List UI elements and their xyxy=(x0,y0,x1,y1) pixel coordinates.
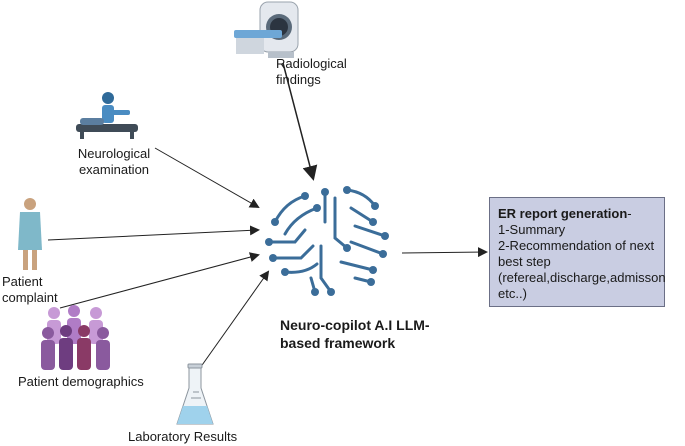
lab-flask-icon xyxy=(176,363,214,425)
neurological-label-line1: Neurological xyxy=(77,146,151,161)
neurological-label: Neurological examination xyxy=(72,146,156,178)
radiological-label-line2: findings xyxy=(276,72,321,87)
brain-circuit-icon xyxy=(265,186,389,296)
radiological-label-line1: Radiological xyxy=(276,56,347,71)
er-report-line-recommendation: 2-Recommendation of next xyxy=(498,238,655,253)
er-report-title-suffix: - xyxy=(627,206,632,221)
laboratory-label: Laboratory Results xyxy=(128,429,238,444)
arrow-output xyxy=(401,247,488,258)
framework-title: Neuro-copilot A.I LLM- based framework xyxy=(280,316,430,352)
neuro-exam-icon xyxy=(76,92,138,139)
er-report-box: ER report generation- 1-Summary 2-Recomm… xyxy=(489,197,666,307)
mri-scanner-icon xyxy=(234,1,299,58)
complaint-label-line1: Patient xyxy=(2,274,43,289)
arrow-radiological xyxy=(282,62,318,181)
er-report-title-row: ER report generation- xyxy=(498,206,658,222)
framework-title-line1: Neuro-copilot A.I LLM- xyxy=(280,317,430,333)
arrow-complaint xyxy=(47,225,260,241)
people-group-icon xyxy=(41,305,110,370)
radiological-label: Radiological findings xyxy=(276,56,347,88)
er-report-line-best-step: best step xyxy=(498,254,551,269)
arrow-laboratory xyxy=(199,270,270,369)
arrow-demographics xyxy=(59,252,260,309)
neurological-label-line2: examination xyxy=(78,162,150,177)
arrow-neurological xyxy=(154,147,260,208)
er-report-title: ER report generation xyxy=(498,206,628,221)
demographics-label: Patient demographics xyxy=(18,374,144,389)
complaint-label: Patient complaint xyxy=(2,274,58,306)
framework-title-line2: based framework xyxy=(280,335,396,351)
complaint-label-line2: complaint xyxy=(2,290,58,305)
er-report-line-options: (refereal,discharge,admisson xyxy=(498,270,666,285)
er-report-line-etc: etc..) xyxy=(498,286,527,301)
er-report-line-summary: 1-Summary xyxy=(498,222,566,237)
patient-icon xyxy=(18,198,42,270)
